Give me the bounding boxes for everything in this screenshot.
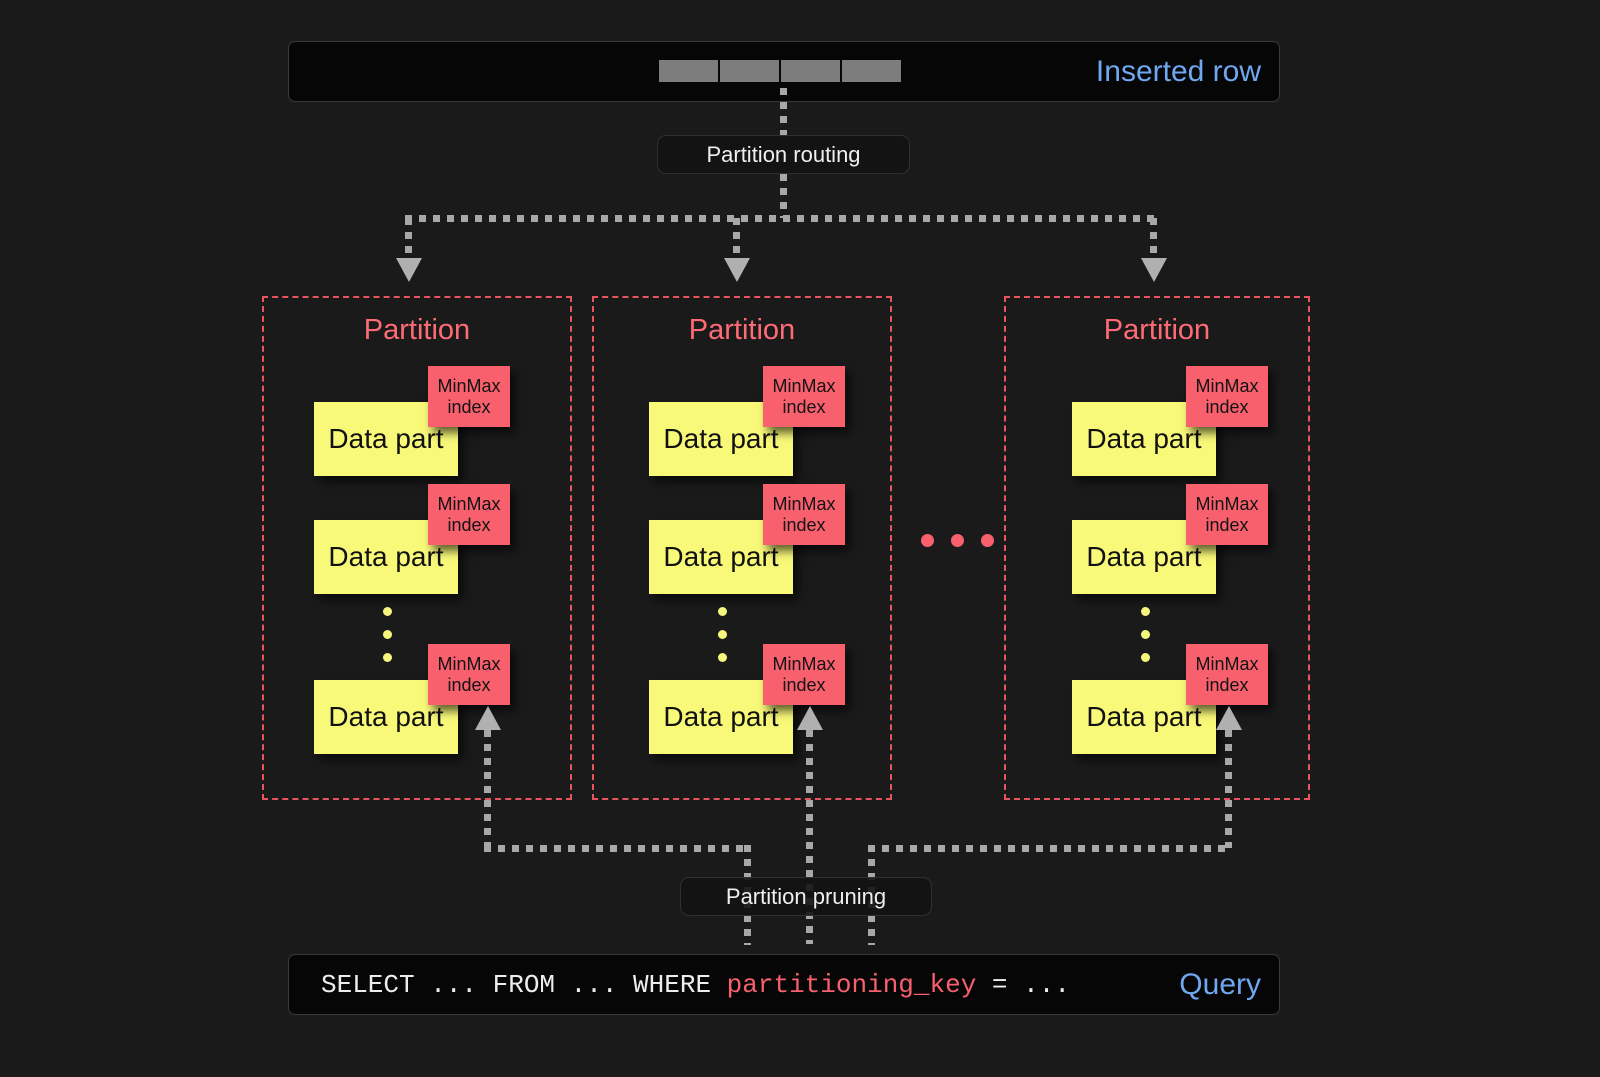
ellipsis-dot: [921, 534, 934, 547]
arrow-down-partition-2: [724, 258, 750, 282]
query-suffix: = ...: [976, 969, 1070, 1000]
connector-distribution-bus: [405, 215, 1157, 222]
minmax-line1: MinMax: [437, 375, 501, 396]
arrow-up-partition-2: [797, 706, 823, 730]
minmax-line2: index: [447, 514, 491, 535]
ellipsis-dot: [1141, 607, 1150, 616]
minmax-index-3-1: MinMax index: [1186, 366, 1268, 427]
data-part-2-1: Data part: [649, 402, 793, 476]
connector-bus-to-partition-1: [405, 218, 412, 264]
minmax-index-1-2: MinMax index: [428, 484, 510, 545]
query-text: SELECT ... FROM ... WHERE partitioning_k…: [321, 970, 1070, 1000]
minmax-line1: MinMax: [772, 375, 836, 396]
query-label: Query: [1179, 967, 1261, 1001]
data-part-group-3-1: Data part MinMax index: [1072, 366, 1322, 476]
connector-bus-to-partition-2: [733, 218, 740, 264]
ellipsis-dot: [718, 630, 727, 639]
row-cell: [720, 60, 779, 82]
data-part-group-1-2: Data part MinMax index: [314, 484, 564, 594]
connector-bus-to-partition-3: [1150, 218, 1157, 264]
arrow-up-partition-3: [1216, 706, 1242, 730]
minmax-index-3-2: MinMax index: [1186, 484, 1268, 545]
ellipsis-dot: [383, 653, 392, 662]
ellipsis-dot: [718, 607, 727, 616]
connector-insert-to-routing: [780, 88, 787, 140]
connector-pruning-bus-right: [868, 845, 1232, 852]
ellipsis-dot: [951, 534, 964, 547]
minmax-line2: index: [1205, 674, 1249, 695]
partition-box-3: Partition Data part MinMax index Data pa…: [1004, 296, 1310, 800]
data-part-3-1: Data part: [1072, 402, 1216, 476]
inserted-row-cells: [659, 60, 901, 82]
partition-box-1: Partition Data part MinMax index Data pa…: [262, 296, 572, 800]
row-cell: [842, 60, 901, 82]
data-part-group-2-1: Data part MinMax index: [649, 366, 899, 476]
minmax-index-2-3: MinMax index: [763, 644, 845, 705]
arrow-down-partition-3: [1141, 258, 1167, 282]
connector-partition-1-to-pruning-bus: [484, 730, 491, 848]
minmax-line2: index: [1205, 514, 1249, 535]
data-part-group-1-1: Data part MinMax index: [314, 366, 564, 476]
connector-partition-3-to-pruning-bus: [1225, 730, 1232, 848]
row-cell: [659, 60, 718, 82]
minmax-line2: index: [1205, 396, 1249, 417]
ellipsis-dot: [383, 630, 392, 639]
minmax-index-2-2: MinMax index: [763, 484, 845, 545]
minmax-index-2-1: MinMax index: [763, 366, 845, 427]
ellipsis-dot: [1141, 630, 1150, 639]
data-part-group-3-3: Data part MinMax index: [1072, 644, 1322, 754]
minmax-line2: index: [782, 674, 826, 695]
connector-pruning-bus-left: [484, 845, 750, 852]
partition-title-2: Partition: [688, 314, 796, 346]
query-prefix: SELECT ... FROM ... WHERE: [321, 969, 727, 1000]
minmax-line1: MinMax: [1195, 375, 1259, 396]
minmax-line1: MinMax: [437, 493, 501, 514]
minmax-line1: MinMax: [772, 653, 836, 674]
data-part-1-1: Data part: [314, 402, 458, 476]
minmax-line2: index: [447, 674, 491, 695]
inserted-row-bar: Inserted row: [288, 41, 1280, 102]
minmax-line2: index: [447, 396, 491, 417]
minmax-line1: MinMax: [1195, 653, 1259, 674]
partition-pruning-label: Partition pruning: [725, 883, 887, 909]
minmax-line1: MinMax: [437, 653, 501, 674]
minmax-index-1-1: MinMax index: [428, 366, 510, 427]
minmax-line1: MinMax: [1195, 493, 1259, 514]
data-part-group-2-3: Data part MinMax index: [649, 644, 899, 754]
partition-routing-label: Partition routing: [706, 141, 861, 167]
arrow-down-partition-1: [396, 258, 422, 282]
data-part-group-1-3: Data part MinMax index: [314, 644, 564, 754]
ellipsis-dot: [718, 653, 727, 662]
query-partitioning-key: partitioning_key: [726, 969, 977, 1000]
partition-title-1: Partition: [363, 314, 471, 346]
minmax-line1: MinMax: [772, 493, 836, 514]
query-bar: SELECT ... FROM ... WHERE partitioning_k…: [288, 954, 1280, 1015]
data-part-group-2-2: Data part MinMax index: [649, 484, 899, 594]
connector-routing-to-bus: [780, 174, 787, 218]
minmax-index-1-3: MinMax index: [428, 644, 510, 705]
partition-title-3: Partition: [1103, 314, 1211, 346]
row-cell: [781, 60, 840, 82]
partition-routing-box: Partition routing: [657, 135, 910, 174]
minmax-line2: index: [782, 514, 826, 535]
minmax-index-3-3: MinMax index: [1186, 644, 1268, 705]
partition-pruning-box: Partition pruning: [680, 877, 932, 916]
ellipsis-dot: [981, 534, 994, 547]
ellipsis-dot: [383, 607, 392, 616]
connector-partition-2-to-query: [806, 730, 813, 944]
ellipsis-dot: [1141, 653, 1150, 662]
vertical-ellipsis-2: [718, 607, 727, 662]
vertical-ellipsis-3: [1141, 607, 1150, 662]
inserted-row-label: Inserted row: [1095, 54, 1261, 88]
data-part-group-3-2: Data part MinMax index: [1072, 484, 1322, 594]
arrow-up-partition-1: [475, 706, 501, 730]
partition-box-2: Partition Data part MinMax index Data pa…: [592, 296, 892, 800]
horizontal-ellipsis-partitions: [921, 534, 994, 547]
minmax-line2: index: [782, 396, 826, 417]
vertical-ellipsis-1: [383, 607, 392, 662]
